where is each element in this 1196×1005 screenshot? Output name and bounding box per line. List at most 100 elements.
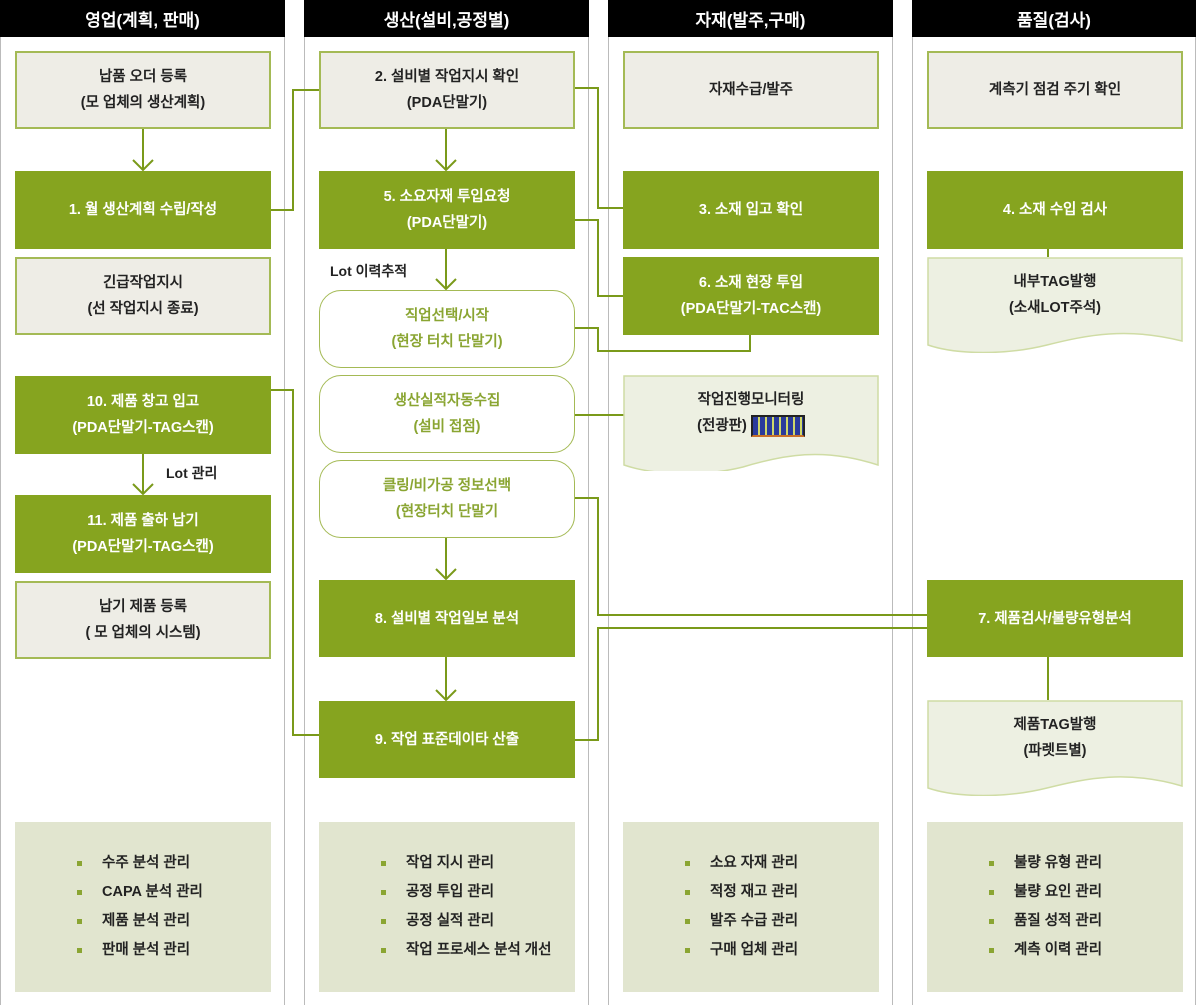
box-title: 6. 소재 현장 투입 [698, 275, 804, 291]
auto-collect-box: 생산실적자동수집 (설비 접점) [319, 375, 575, 453]
delivery-register-box: 납기 제품 등록 ( 모 업체의 시스템) [15, 581, 271, 659]
box-title: 작업진행모니터링 [697, 392, 805, 408]
box-subtitle: (모 업체의 생산계획) [80, 95, 206, 111]
info-select-box: 클링/비가공 정보선백 (현장터치 단말기 [319, 460, 575, 538]
lane-header: 생산(설비,공정별) [304, 0, 589, 37]
lot-trace-label: Lot 이력추적 [330, 263, 408, 279]
lane-header: 자재(발주,구매) [608, 0, 893, 37]
list-item: 불량 요인 관리 [989, 878, 1183, 907]
box-subtitle: (현장터치 단말기 [395, 504, 499, 520]
gauge-check-box: 계측기 점검 주기 확인 [927, 51, 1183, 129]
box-title: 3. 소재 입고 확인 [698, 202, 804, 218]
box-title: 11. 제품 출하 납기 [87, 513, 199, 529]
box-subtitle: (소새LOT주석) [1008, 300, 1101, 316]
box-subtitle: (PDA단말기-TAG스캔) [72, 539, 214, 555]
step-11-box: 11. 제품 출하 납기 (PDA단말기-TAG스캔) [15, 495, 271, 573]
box-title: 긴급작업지시 [102, 275, 184, 291]
box-title: 직업선택/시작 [404, 308, 490, 324]
sales-feature-list: 수주 분석 관리 CAPA 분석 관리 제품 분석 관리 판매 분석 관리 [15, 822, 271, 992]
internal-tag-document: 내부TAG발행 (소새LOT주석) [927, 257, 1183, 353]
box-title: 8. 설비별 작업일보 분석 [374, 610, 520, 627]
list-item: 품질 성적 관리 [989, 907, 1183, 936]
quality-feature-list: 불량 유형 관리 불량 요인 관리 품질 성적 관리 계측 이력 관리 [927, 822, 1183, 992]
monitoring-document: 작업진행모니터링 (전광판) [623, 375, 879, 471]
list-item: 공정 실적 관리 [381, 907, 575, 936]
box-title: 납기 제품 등록 [98, 599, 188, 615]
box-subtitle: (PDA단말기) [406, 215, 488, 231]
list-item: 공정 투입 관리 [381, 878, 575, 907]
list-text: 공정 실적 관리 [406, 913, 495, 929]
list-text: 품질 성적 관리 [1014, 913, 1103, 929]
list-item: 판매 분석 관리 [77, 936, 271, 965]
box-title: 제품TAG발행 [1013, 717, 1097, 733]
production-feature-list: 작업 지시 관리 공정 투입 관리 공정 실적 관리 작업 프로세스 분석 개선 [319, 822, 575, 992]
list-item: 구매 업체 관리 [685, 936, 879, 965]
list-text: 불량 요인 관리 [1014, 884, 1103, 900]
list-item: CAPA 분석 관리 [77, 878, 271, 907]
work-select-box: 직업선택/시작 (현장 터치 단말기) [319, 290, 575, 368]
list-text: 소요 자재 관리 [710, 855, 799, 871]
step-2-box: 2. 설비별 작업지시 확인 (PDA단말기) [319, 51, 575, 129]
box-subtitle: (PDA단말기-TAG스캔) [72, 420, 214, 436]
list-text: 불량 유형 관리 [1014, 855, 1103, 871]
list-text: 제품 분석 관리 [102, 913, 191, 929]
list-item: 제품 분석 관리 [77, 907, 271, 936]
list-text: 계측 이력 관리 [1014, 942, 1103, 958]
box-subtitle: (파렛트별) [1023, 743, 1087, 759]
sales-lane: 영업(계획, 판매) [0, 0, 285, 1005]
lane-header: 영업(계획, 판매) [0, 0, 285, 37]
list-text: 수주 분석 관리 [102, 855, 191, 871]
list-item: 작업 프로세스 분석 개선 [381, 936, 575, 965]
list-item: 수주 분석 관리 [77, 849, 271, 878]
step-9-box: 9. 작업 표준데이타 산출 [319, 701, 575, 778]
box-title: 5. 소요자재 투입요청 [383, 189, 511, 205]
list-item: 소요 자재 관리 [685, 849, 879, 878]
box-subtitle: (전광판) [697, 418, 747, 434]
list-text: CAPA 분석 관리 [102, 884, 203, 900]
delivery-order-box: 납품 오더 등록 (모 업체의 생산계획) [15, 51, 271, 129]
list-item: 불량 유형 관리 [989, 849, 1183, 878]
step-6-box: 6. 소재 현장 투입 (PDA단말기-TAC스캔) [623, 257, 879, 335]
box-title: 2. 설비별 작업지시 확인 [374, 69, 520, 85]
display-board-icon [750, 415, 805, 438]
material-order-box: 자재수급/발주 [623, 51, 879, 129]
box-title: 클링/비가공 정보선백 [382, 478, 512, 494]
step-7-box: 7. 제품검사/불량유형분석 [927, 580, 1183, 657]
box-title: 1. 월 생산계획 수립/작성 [68, 202, 218, 218]
list-text: 적정 재고 관리 [710, 884, 799, 900]
list-text: 공정 투입 관리 [406, 884, 495, 900]
material-feature-list: 소요 자재 관리 적정 재고 관리 발주 수급 관리 구매 업체 관리 [623, 822, 879, 992]
step-5-box: 5. 소요자재 투입요청 (PDA단말기) [319, 171, 575, 249]
box-title: 7. 제품검사/불량유형분석 [978, 610, 1132, 627]
list-item: 적정 재고 관리 [685, 878, 879, 907]
box-title: 내부TAG발행 [1013, 274, 1097, 290]
box-title: 10. 제품 창고 입고 [86, 394, 200, 410]
box-title: 자재수급/발주 [708, 82, 794, 98]
list-item: 작업 지시 관리 [381, 849, 575, 878]
list-item: 발주 수급 관리 [685, 907, 879, 936]
box-title: 9. 작업 표준데이타 산출 [374, 731, 520, 748]
box-subtitle: ( 모 업체의 시스템) [85, 625, 201, 641]
step-1-box: 1. 월 생산계획 수립/작성 [15, 171, 271, 249]
box-subtitle: (선 작업지시 종료) [87, 301, 199, 317]
box-title: 계측기 점검 주기 확인 [988, 82, 1122, 98]
product-tag-document: 제품TAG발행 (파렛트별) [927, 700, 1183, 796]
lane-header: 품질(검사) [912, 0, 1196, 37]
box-title: 납품 오더 등록 [98, 69, 188, 85]
step-8-box: 8. 설비별 작업일보 분석 [319, 580, 575, 657]
box-subtitle: (PDA단말기) [406, 95, 488, 111]
list-text: 구매 업체 관리 [710, 942, 799, 958]
box-title: 생산실적자동수집 [393, 393, 501, 409]
list-text: 판매 분석 관리 [102, 942, 191, 958]
list-text: 발주 수급 관리 [710, 913, 799, 929]
list-item: 계측 이력 관리 [989, 936, 1183, 965]
list-text: 작업 지시 관리 [406, 855, 495, 871]
box-subtitle: (PDA단말기-TAC스캔) [680, 301, 822, 317]
box-title: 4. 소재 수입 검사 [1002, 202, 1108, 218]
box-subtitle: (설비 접점) [413, 419, 481, 435]
box-subtitle: (현장 터치 단말기) [391, 334, 503, 350]
urgent-order-box: 긴급작업지시 (선 작업지시 종료) [15, 257, 271, 335]
step-4-box: 4. 소재 수입 검사 [927, 171, 1183, 249]
step-3-box: 3. 소재 입고 확인 [623, 171, 879, 249]
list-text: 작업 프로세스 분석 개선 [406, 942, 552, 958]
